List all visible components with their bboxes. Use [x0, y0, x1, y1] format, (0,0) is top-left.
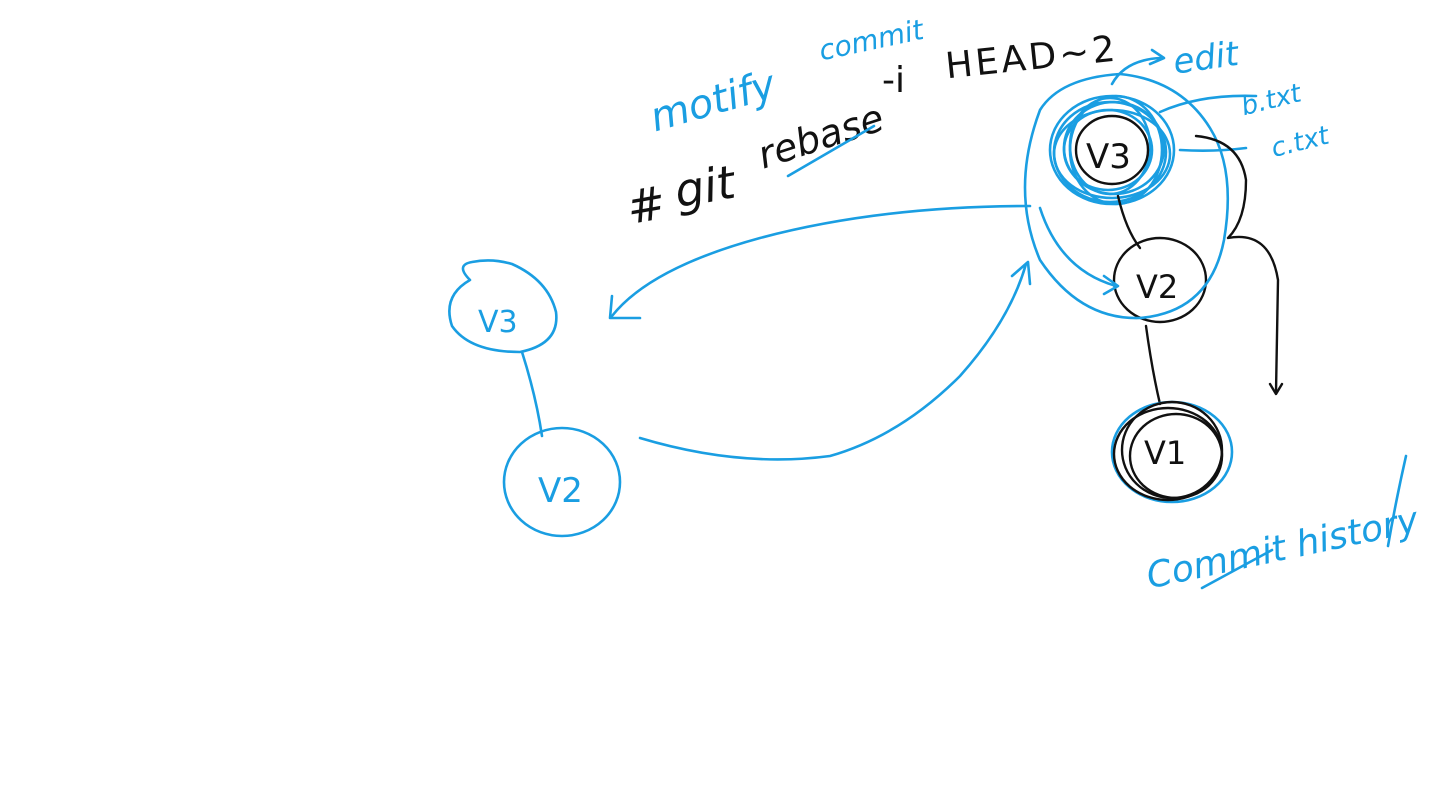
- edit-pointer-line: [1110, 56, 1162, 86]
- motify-label-group: motify: [645, 61, 782, 141]
- ctxt-pointer-line: [1178, 146, 1248, 152]
- right-v1-label: V1: [1144, 434, 1186, 472]
- ctxt-label: c.txt: [1268, 121, 1333, 164]
- arrow-to-right-stack-head: [1010, 260, 1032, 286]
- commit-label-group: commit: [816, 13, 927, 67]
- btxt-pointer-line: [1158, 94, 1258, 114]
- commit-history-label: Commit history: [1143, 500, 1423, 598]
- v3-v2-connector: [1116, 194, 1142, 250]
- right-v1-node: V1: [1110, 400, 1234, 504]
- arrow-to-left-v3-head: [608, 294, 642, 320]
- left-v3-v2-connector: [520, 350, 544, 438]
- edit-pointer-arrowhead: [1148, 48, 1166, 66]
- left-v2-node: V2: [502, 426, 622, 538]
- commit-history-group: Commit history: [1143, 500, 1423, 598]
- inner-loop-arrowhead: [1102, 274, 1120, 296]
- commit-history-tail: [1386, 454, 1408, 548]
- command-flag: -i: [882, 60, 905, 101]
- left-v2-label: V2: [538, 471, 583, 511]
- edit-label: edit: [1171, 34, 1243, 83]
- inner-loop-arrow: [1038, 206, 1118, 288]
- arrow-to-right-stack: [638, 262, 1028, 461]
- motify-label: motify: [645, 61, 782, 141]
- right-v3-node: V3: [1048, 94, 1176, 206]
- group-loop: [1023, 72, 1230, 320]
- ctxt-label-group: c.txt: [1268, 121, 1333, 164]
- edit-label-group: edit: [1171, 34, 1243, 83]
- btxt-label: b.txt: [1238, 78, 1305, 122]
- arrow-to-left-v3: [610, 204, 1032, 318]
- command-hash: #: [623, 175, 670, 235]
- commit-label: commit: [816, 13, 927, 67]
- right-v2-label: V2: [1136, 268, 1178, 306]
- history-direction-arrowhead: [1268, 382, 1284, 396]
- btxt-label-group: b.txt: [1238, 78, 1305, 122]
- left-v3-label: V3: [478, 305, 518, 340]
- rebase-underline: [786, 124, 876, 178]
- history-direction-arrow: [1194, 134, 1280, 394]
- command-group: # git: [623, 154, 741, 235]
- left-v3-node: V3: [448, 259, 558, 354]
- right-v2-node: V2: [1112, 236, 1208, 324]
- right-v3-label: V3: [1086, 137, 1131, 177]
- command-git: git: [670, 154, 740, 218]
- commit-history-underline: [1200, 548, 1274, 590]
- v2-v1-connector: [1144, 324, 1162, 406]
